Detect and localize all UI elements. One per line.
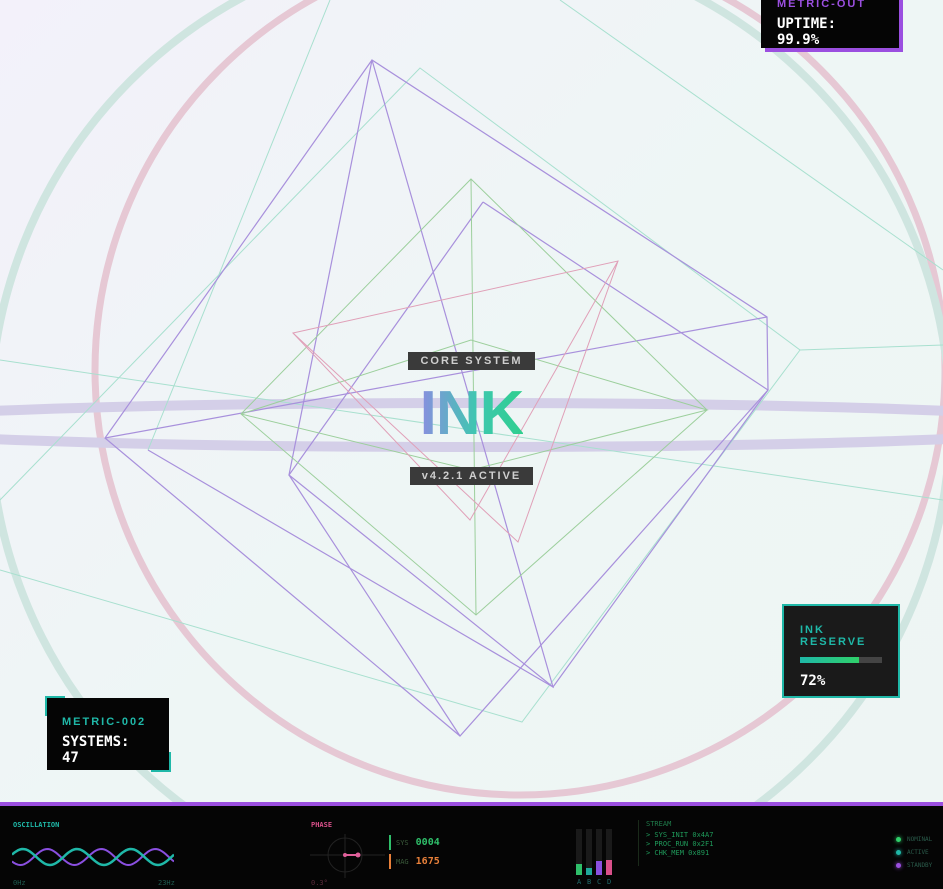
status-dot-icon bbox=[896, 863, 901, 868]
level-bar-a bbox=[576, 829, 582, 875]
level-label: C bbox=[597, 878, 602, 886]
status-standby: STANDBY bbox=[896, 862, 932, 869]
level-label: D bbox=[607, 878, 612, 886]
status-label: STANDBY bbox=[907, 862, 933, 869]
stream-line: > PROC_RUN 0x2F1 bbox=[646, 840, 714, 848]
oscillation-max: 23Hz bbox=[158, 879, 175, 887]
counter-label: MAG bbox=[396, 857, 409, 866]
counter-sys: SYS 0004 bbox=[389, 835, 440, 850]
oscillation-wave bbox=[12, 847, 174, 867]
status-active: ACTIVE bbox=[896, 849, 929, 856]
status-dot-icon bbox=[896, 850, 901, 855]
phase-dial bbox=[310, 834, 385, 878]
metric-out-card: METRIC-OUT UPTIME: 99.9% bbox=[761, 0, 899, 48]
stream-log: STREAM > SYS_INIT 0x4A7 > PROC_RUN 0x2F1… bbox=[638, 820, 713, 866]
counter-mag: MAG 1675 bbox=[389, 854, 440, 869]
counter-value: 1675 bbox=[415, 856, 440, 867]
stream-line: > CHK_MEM 0x891 bbox=[646, 849, 710, 857]
footer-panel: OSCILLATION 0Hz 23Hz PHASE 0.3° STREAM >… bbox=[0, 802, 943, 889]
phase-readout: 0.3° bbox=[311, 879, 328, 887]
status-label: ACTIVE bbox=[907, 849, 929, 856]
metric-002-value: SYSTEMS: 47 bbox=[62, 734, 130, 766]
level-fill bbox=[606, 860, 612, 875]
ink-reserve-card: INK RESERVE 72% bbox=[782, 604, 900, 698]
stream-label: STREAM bbox=[646, 820, 672, 828]
phase-label: PHASE bbox=[311, 821, 333, 829]
status-dot-icon bbox=[896, 837, 901, 842]
status-label: NOMINAL bbox=[907, 836, 933, 843]
oscillation-min: 0Hz bbox=[13, 879, 26, 887]
level-bar-c bbox=[596, 829, 602, 875]
stream-line: > SYS_INIT 0x4A7 bbox=[646, 831, 714, 839]
status-nominal: NOMINAL bbox=[896, 836, 932, 843]
ink-reserve-label: INK RESERVE bbox=[800, 624, 867, 648]
version-label: v4.2.1 ACTIVE bbox=[409, 467, 534, 485]
oscillation-label: OSCILLATION bbox=[13, 821, 60, 829]
core-system-label: CORE SYSTEM bbox=[408, 352, 535, 370]
level-label: B bbox=[587, 878, 592, 886]
ink-logo-title: INK bbox=[419, 379, 525, 448]
metric-out-value: UPTIME: 99.9% bbox=[777, 16, 837, 48]
level-bar-b bbox=[586, 829, 592, 875]
level-bar-d bbox=[606, 829, 612, 875]
counter-label: SYS bbox=[396, 838, 409, 847]
pink-ring bbox=[91, 0, 943, 799]
metric-out-label: METRIC-OUT bbox=[777, 0, 867, 10]
level-fill bbox=[576, 863, 582, 875]
ink-reserve-bar bbox=[800, 657, 882, 663]
purple-band bbox=[0, 398, 943, 452]
counter-value: 0004 bbox=[415, 837, 440, 848]
level-fill bbox=[596, 861, 602, 875]
metric-002-label: METRIC-002 bbox=[62, 716, 147, 728]
level-fill bbox=[586, 868, 592, 875]
level-label: A bbox=[577, 878, 582, 886]
ink-reserve-value: 72% bbox=[800, 673, 826, 689]
